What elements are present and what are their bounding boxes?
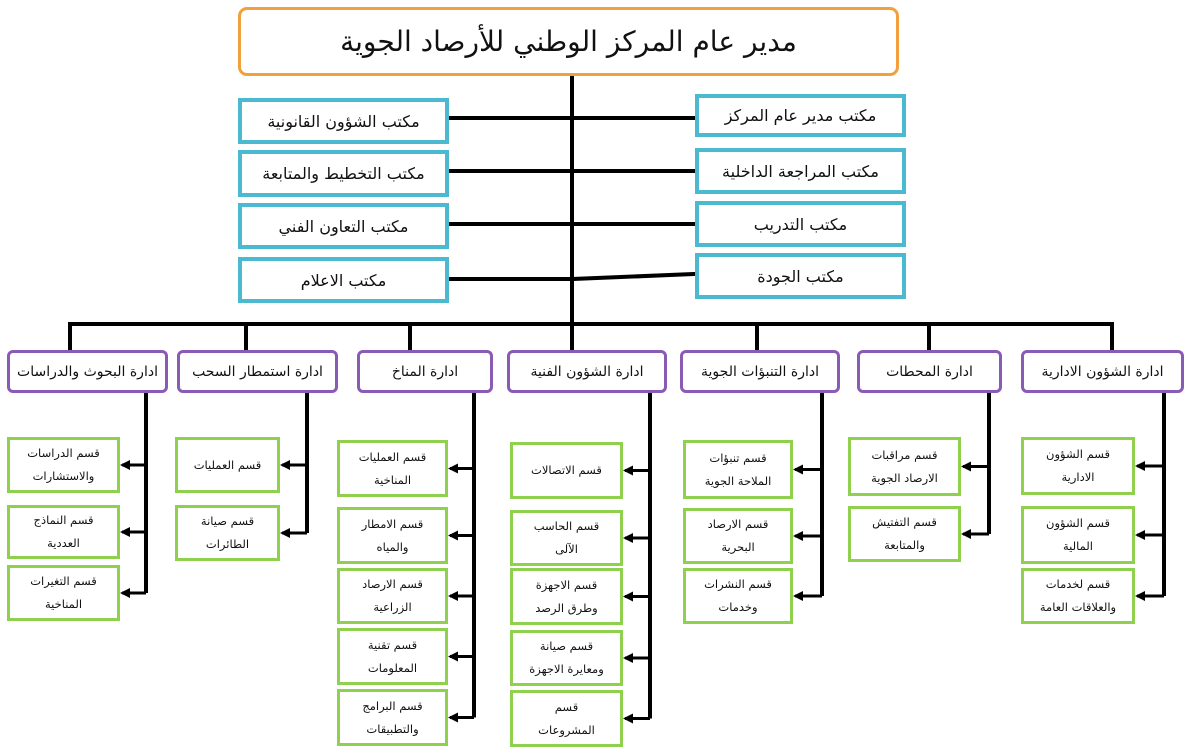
- section-label: قسم النشرات وخدمات: [704, 577, 772, 614]
- section-box: قسم الشؤون المالية: [1021, 506, 1135, 564]
- section-box: قسم العمليات: [175, 437, 280, 493]
- section-box: قسم تقنية المعلومات: [337, 628, 448, 685]
- office-box: مكتب التدريب: [695, 201, 906, 247]
- section-label: قسم الارصاد البحرية: [707, 517, 769, 554]
- section-box: قسم المشروعات: [510, 690, 623, 747]
- section-box: قسم صيانة الطائرات: [175, 505, 280, 561]
- section-box: قسم الاتصالات: [510, 442, 623, 499]
- section-label: قسم الارصاد الزراعية: [362, 577, 423, 614]
- section-label: قسم المشروعات: [538, 699, 595, 737]
- section-label: قسم صيانة الطائرات: [200, 514, 255, 551]
- section-label: قسم البرامج والتطبيقات: [362, 698, 423, 736]
- office-box: مكتب مدير عام المركز: [695, 94, 906, 137]
- section-label: قسم الشؤون الادارية: [1046, 447, 1110, 484]
- office-box: مكتب المراجعة الداخلية: [695, 148, 906, 194]
- department-box: ادارة الشؤون الفنية: [507, 350, 667, 393]
- section-label: قسم الاتصالات: [531, 463, 602, 477]
- office-box: مكتب الجودة: [695, 253, 906, 299]
- department-box: ادارة استمطار السحب: [177, 350, 338, 393]
- office-box: مكتب التعاون الفني: [238, 203, 449, 249]
- section-label: قسم الشؤون المالية: [1046, 516, 1110, 553]
- section-box: قسم الارصاد الزراعية: [337, 568, 448, 624]
- section-label: قسم العمليات: [193, 457, 262, 472]
- section-label: قسم التغيرات المناخية: [30, 574, 97, 611]
- section-label: قسم لخدمات والعلاقات العامة: [1039, 577, 1117, 614]
- department-box: ادارة المناخ: [357, 350, 493, 393]
- section-box: قسم الارصاد البحرية: [683, 508, 793, 564]
- office-box: مكتب التخطيط والمتابعة: [238, 150, 449, 197]
- section-label: قسم النماذج العددية: [33, 513, 94, 550]
- section-label: قسم الحاسب الآلى: [533, 519, 600, 556]
- section-box: قسم الامطار والمياه: [337, 507, 448, 564]
- section-box: قسم التفتيش والمتابعة: [848, 506, 961, 562]
- section-label: قسم الدراسات والاستشارات: [27, 446, 100, 483]
- section-label: قسم تقنية المعلومات: [367, 637, 418, 675]
- section-label: قسم تنبؤات الملاحة الجوية: [704, 450, 772, 488]
- section-box: قسم الحاسب الآلى: [510, 510, 623, 566]
- section-box: قسم النشرات وخدمات: [683, 568, 793, 624]
- section-box: قسم صيانة ومعايرة الاجهزة: [510, 630, 623, 686]
- section-box: قسم الشؤون الادارية: [1021, 437, 1135, 495]
- office-box: مكتب الشؤون القانونية: [238, 98, 449, 144]
- department-box: ادارة الشؤون الادارية: [1021, 350, 1184, 393]
- section-label: قسم صيانة ومعايرة الاجهزة: [529, 639, 604, 676]
- department-box: ادارة التنبؤات الجوية: [680, 350, 840, 393]
- section-box: قسم العمليات المناخية: [337, 440, 448, 497]
- section-box: قسم التغيرات المناخية: [7, 565, 120, 621]
- department-box: ادارة البحوث والدراسات: [7, 350, 168, 393]
- section-box: قسم الدراسات والاستشارات: [7, 437, 120, 493]
- department-box: ادارة المحطات: [857, 350, 1002, 393]
- section-label: قسم الامطار والمياه: [361, 516, 424, 554]
- office-box: مكتب الاعلام: [238, 257, 449, 303]
- section-box: قسم النماذج العددية: [7, 505, 120, 559]
- section-box: قسم تنبؤات الملاحة الجوية: [683, 440, 793, 499]
- office-row-line: [569, 271, 698, 282]
- section-box: قسم مراقبات الارصاد الجوية: [848, 437, 961, 496]
- section-label: قسم الاجهزة وطرق الرصد: [535, 577, 598, 615]
- section-box: قسم البرامج والتطبيقات: [337, 689, 448, 746]
- section-label: قسم التفتيش والمتابعة: [872, 515, 937, 552]
- section-label: قسم مراقبات الارصاد الجوية: [871, 447, 938, 485]
- director-general-box: مدير عام المركز الوطني للأرصاد الجوية: [238, 7, 899, 76]
- section-label: قسم العمليات المناخية: [358, 449, 427, 487]
- section-box: قسم لخدمات والعلاقات العامة: [1021, 568, 1135, 624]
- section-box: قسم الاجهزة وطرق الرصد: [510, 568, 623, 625]
